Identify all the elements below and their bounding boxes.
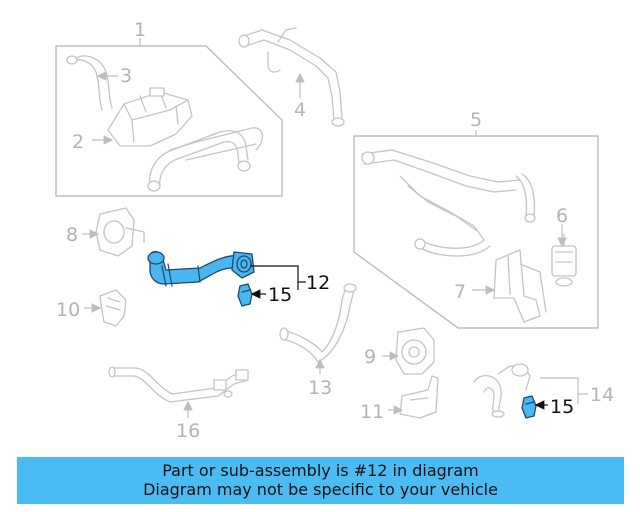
- part-9-pump: [395, 327, 435, 375]
- part-10-bracket: [99, 289, 127, 327]
- assembly-group-5: [353, 130, 599, 329]
- callout-15-b: 15: [550, 396, 574, 418]
- callout-3: 3: [120, 65, 132, 87]
- banner-line-1: Part or sub-assembly is #12 in diagram: [162, 461, 479, 480]
- part-1-tube-set: [147, 127, 263, 192]
- group-5-panel: [353, 135, 599, 329]
- part-14-hose: [473, 363, 531, 418]
- callout-16: 16: [176, 420, 200, 442]
- part-5-hose-set: [361, 149, 536, 257]
- part-7-bracket: [493, 249, 547, 323]
- banner-line-2: Diagram may not be specific to your vehi…: [143, 480, 498, 499]
- callout-2: 2: [72, 131, 84, 153]
- callout-13: 13: [308, 377, 332, 399]
- part-12-coolant-hose: [147, 250, 255, 287]
- callout-9: 9: [364, 346, 376, 368]
- info-banner: Part or sub-assembly is #12 in diagram D…: [17, 457, 624, 504]
- part-16-pipe: [108, 366, 249, 403]
- callout-1: 1: [134, 19, 146, 41]
- part-15-clamp-b: [521, 395, 537, 419]
- callout-6: 6: [556, 205, 568, 227]
- group-1-panel: [55, 45, 283, 197]
- callout-12: 12: [306, 272, 330, 294]
- callout-8: 8: [66, 224, 78, 246]
- part-11-bracket: [399, 375, 439, 419]
- part-8-actuator: [95, 207, 145, 257]
- callout-14: 14: [590, 384, 614, 406]
- callout-15-a: 15: [268, 284, 292, 306]
- part-15-clamp-a: [237, 283, 253, 307]
- part-4-hose-assembly: [238, 27, 345, 127]
- assembly-group-1: [55, 38, 283, 197]
- callout-4: 4: [294, 99, 306, 121]
- callout-11: 11: [360, 401, 384, 423]
- part-2-valve-block: [107, 87, 193, 147]
- callout-10: 10: [56, 299, 80, 321]
- callout-5: 5: [470, 109, 482, 131]
- part-6-valve: [551, 233, 577, 287]
- callout-7: 7: [454, 281, 466, 303]
- part-3-hose: [66, 55, 113, 111]
